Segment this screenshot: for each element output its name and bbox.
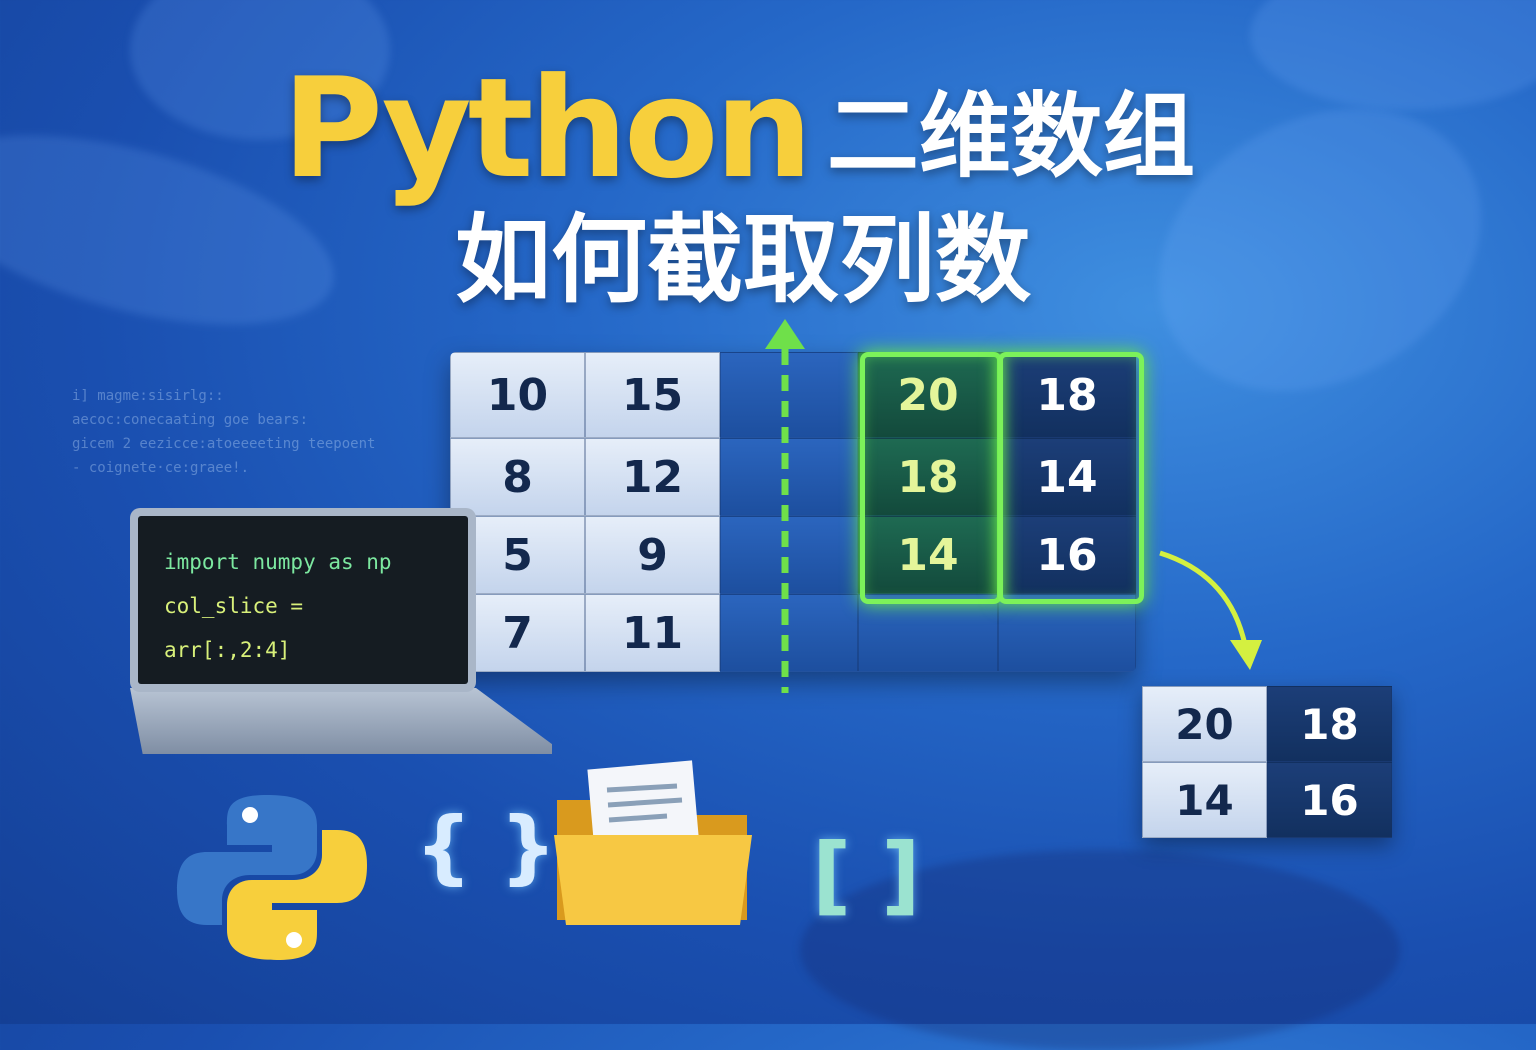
bg-code-line: - coignete·ce:graee!. (72, 460, 250, 476)
array-cell (858, 594, 998, 672)
bg-code-line: gicem 2 eezicce:atoeeeeting teepoent (72, 436, 376, 452)
folder-icon (554, 760, 752, 925)
bg-blob (800, 850, 1400, 1050)
array-cell (720, 438, 858, 516)
array-cell: 14 (998, 438, 1136, 516)
curly-braces-icon: { } (415, 800, 557, 893)
array-cell: 18 (998, 352, 1136, 438)
array-cell: 15 (585, 352, 720, 438)
bg-blob (1250, 0, 1536, 110)
arrow-up-icon (765, 319, 805, 693)
array-cell: 9 (585, 516, 720, 594)
background-code: i] magme:sisirlg::aecoc:conecaating goe … (72, 360, 375, 504)
result-cell: 18 (1267, 686, 1392, 762)
array-cell: 12 (585, 438, 720, 516)
code-editor: import numpy as np col_slice = arr[:,2:4… (138, 516, 468, 684)
bg-code-line: i] magme:sisirlg:: (72, 388, 224, 404)
array-cell: 10 (450, 352, 585, 438)
curved-arrow-icon (1159, 550, 1262, 670)
laptop: import numpy as np col_slice = arr[:,2:4… (130, 508, 476, 692)
result-cell: 20 (1142, 686, 1267, 762)
code-line: import numpy as np (164, 550, 392, 574)
code-line: col_slice = arr[:,2:4] (164, 594, 304, 662)
array-cell (720, 352, 858, 438)
array-cell: 14 (858, 516, 998, 594)
title-python: Python (282, 48, 813, 209)
array-cell (998, 594, 1136, 672)
array-cell: 8 (450, 438, 585, 516)
python-logo-icon (177, 795, 367, 960)
array-cell: 11 (585, 594, 720, 672)
array-cell (720, 594, 858, 672)
bg-code-line: aecoc:conecaating goe bears: (72, 412, 309, 428)
result-cell: 14 (1142, 762, 1267, 838)
title-line2: 如何截取列数 (455, 204, 1031, 316)
bg-blob (130, 0, 390, 140)
array-cell: 16 (998, 516, 1136, 594)
array-cell (720, 516, 858, 594)
laptop-keyboard (130, 688, 552, 754)
result-cell: 16 (1267, 762, 1392, 838)
title-line1: 二维数组 (826, 83, 1195, 190)
highlight-column-2 (860, 352, 1002, 604)
array-cell: 20 (858, 352, 998, 438)
square-brackets-icon: [ ] (812, 825, 921, 925)
highlight-column-3 (998, 352, 1144, 604)
